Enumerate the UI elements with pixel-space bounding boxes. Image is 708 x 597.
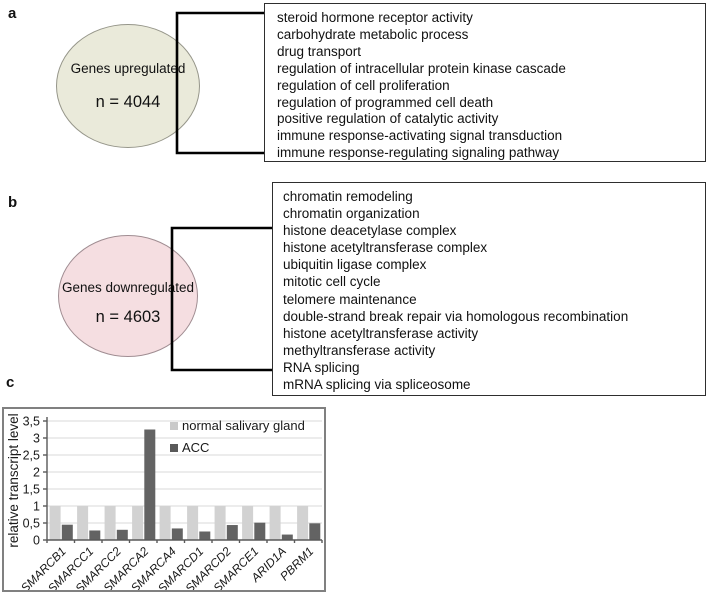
relative-transcript-bar-chart: 00,511,522,533,5SMARCB1SMARCC1SMARCC2SMA… <box>6 413 323 590</box>
bar-normal-salivary-gland-SMARCD1 <box>187 506 199 540</box>
go-term: drug transport <box>277 43 362 59</box>
bar-ACC-SMARCB1 <box>61 524 73 540</box>
go-term: mRNA splicing via spliceosome <box>283 377 471 393</box>
downregulated-circle-title: Genes downregulated <box>61 280 195 295</box>
y-tick-label: 1 <box>33 500 40 514</box>
go-term: histone acetyltransferase activity <box>283 325 479 341</box>
y-tick-label: 3 <box>33 432 40 446</box>
go-term: telomere maintenance <box>283 291 417 307</box>
downregulated-circle-count: n = 4603 <box>95 308 161 326</box>
panel-a-label: a <box>8 5 17 22</box>
bar-ACC-PBRM1 <box>309 523 321 540</box>
bar-ACC-SMARCE1 <box>254 522 266 540</box>
downregulated-terms-box: chromatin remodeling chromatin organizat… <box>272 182 706 396</box>
go-term: chromatin organization <box>283 206 420 222</box>
upregulated-circle-count: n = 4044 <box>95 92 161 111</box>
y-tick-label: 0,5 <box>23 517 40 531</box>
bar-ACC-SMARCA4 <box>171 528 183 540</box>
upregulated-terms-box: steroid hormone receptor activity carboh… <box>264 3 706 162</box>
go-term: immune response-activating signal transd… <box>277 128 563 144</box>
legend-swatch <box>170 422 178 430</box>
bar-ACC-SMARCD2 <box>226 525 238 540</box>
go-term: positive regulation of catalytic activit… <box>277 111 499 127</box>
go-term: regulation of programmed cell death <box>277 94 494 110</box>
go-term: immune response-regulating signaling pat… <box>277 145 560 161</box>
go-term: mitotic cell cycle <box>283 274 381 290</box>
go-term: steroid hormone receptor activity <box>277 10 473 25</box>
bar-normal-salivary-gland-SMARCD2 <box>214 506 226 540</box>
go-term: ubiquitin ligase complex <box>283 257 427 273</box>
go-term: regulation of cell proliferation <box>277 77 450 93</box>
bar-normal-salivary-gland-SMARCA2 <box>132 506 144 540</box>
bar-normal-salivary-gland-SMARCC1 <box>77 506 89 540</box>
bar-ACC-SMARCA2 <box>144 429 156 540</box>
bar-normal-salivary-gland-SMARCE1 <box>242 506 254 540</box>
bar-normal-salivary-gland-SMARCB1 <box>49 506 61 540</box>
go-term: carbohydrate metabolic process <box>277 26 469 42</box>
upregulated-circle: Genes upregulated n = 4044 <box>56 24 200 148</box>
y-tick-label: 1,5 <box>23 483 40 497</box>
y-tick-label: 2,5 <box>23 449 40 463</box>
go-term: chromatin remodeling <box>283 189 413 204</box>
y-tick-label: 3,5 <box>23 415 40 429</box>
go-term: RNA splicing <box>283 359 360 375</box>
go-term: histone acetyltransferase complex <box>283 240 488 256</box>
bar-normal-salivary-gland-PBRM1 <box>297 506 309 540</box>
panel-b-label: b <box>8 194 18 211</box>
go-term: regulation of intracellular protein kina… <box>277 60 566 76</box>
bar-ACC-ARID1A <box>281 534 293 540</box>
legend-swatch <box>170 444 178 452</box>
legend-label: normal salivary gland <box>182 418 305 433</box>
bar-normal-salivary-gland-SMARCA4 <box>159 506 171 540</box>
bar-ACC-SMARCC2 <box>116 529 128 540</box>
upregulated-circle-title: Genes upregulated <box>70 60 186 76</box>
go-term: methyltransferase activity <box>283 342 436 358</box>
bar-ACC-SMARCC1 <box>89 530 101 540</box>
y-axis-title: relative transcript level <box>6 413 21 547</box>
panel-c-label: c <box>6 374 15 391</box>
downregulated-circle: Genes downregulated n = 4603 <box>58 235 198 357</box>
go-term: histone deacetylase complex <box>283 223 457 239</box>
bar-normal-salivary-gland-SMARCC2 <box>104 506 116 540</box>
bar-ACC-SMARCD1 <box>199 531 211 540</box>
go-term: double-strand break repair via homologou… <box>283 308 629 324</box>
y-tick-label: 2 <box>33 466 40 480</box>
bar-normal-salivary-gland-ARID1A <box>269 506 281 540</box>
y-tick-label: 0 <box>33 534 40 548</box>
legend-label: ACC <box>182 440 209 455</box>
